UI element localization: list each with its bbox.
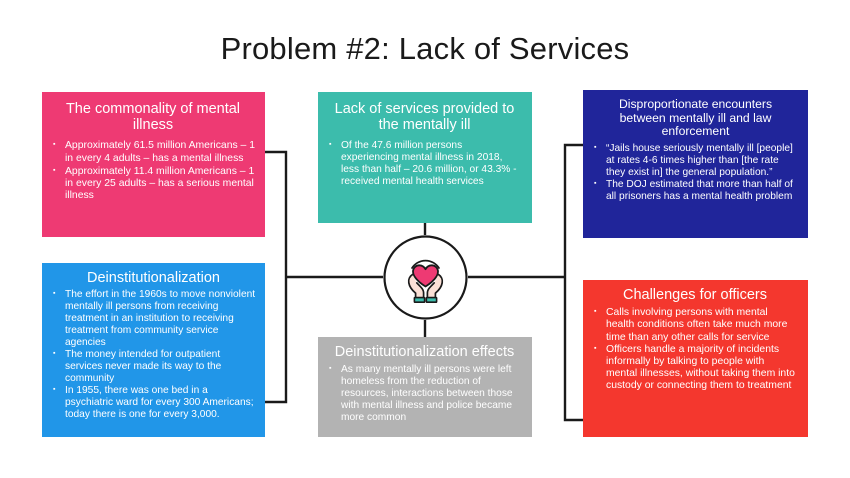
hub-arc [411,259,440,269]
list-item: As many mentally ill persons were left h… [327,363,522,424]
card-encounters: Disproportionate encounters between ment… [583,90,808,238]
card-commonality-heading: The commonality of mental illness [65,101,241,134]
card-commonality: The commonality of mental illness Approx… [42,92,265,237]
heart-shape [412,264,439,288]
list-item: Approximately 11.4 million Americans – 1… [51,165,255,203]
right-cuff [425,296,438,303]
list-item: Of the 47.6 million persons experiencing… [327,139,522,188]
hands-holding-heart-icon [383,235,468,320]
card-deinstitutionalization-heading: Deinstitutionalization [87,270,220,286]
card-deinstitutionalization-bullets: The effort in the 1960s to move nonviole… [51,288,256,421]
card-encounters-heading: Disproportionate encounters between ment… [618,97,773,139]
left-cuff [413,296,426,303]
card-lackservices-bullets: Of the 47.6 million persons experiencing… [327,139,522,188]
card-challenges-bullets: Calls involving persons with mental heal… [592,306,798,393]
card-challenges-heading: Challenges for officers [622,287,767,303]
card-lackservices: Lack of services provided to the mentall… [318,92,532,223]
right-hand-shape [426,273,444,300]
list-item: In 1955, there was one bed in a psychiat… [51,384,256,421]
card-deinstitutionalization-effects-heading: Deinstitutionalization effects [334,344,515,360]
list-item: Calls involving persons with mental heal… [592,306,798,344]
card-commonality-bullets: Approximately 61.5 million Americans – 1… [51,139,255,203]
list-item: “Jails house seriously mentally ill [peo… [592,142,799,179]
card-deinstitutionalization: Deinstitutionalization The effort in the… [42,263,265,437]
card-encounters-bullets: “Jails house seriously mentally ill [peo… [592,142,799,203]
list-item: The effort in the 1960s to move nonviole… [51,288,256,349]
list-item: The DOJ estimated that more than half of… [592,178,799,203]
card-lackservices-heading: Lack of services provided to the mentall… [334,101,515,134]
connector-left-bracket [265,150,288,404]
list-item: Approximately 61.5 million Americans – 1… [51,139,255,164]
card-deinstitutionalization-effects: Deinstitutionalization effects As many m… [318,337,532,437]
list-item: Officers handle a majority of incidents … [592,343,798,393]
page-title: Problem #2: Lack of Services [220,31,630,66]
card-deinstitutionalization-effects-bullets: As many mentally ill persons were left h… [327,363,522,424]
list-item: The money intended for outpatient servic… [51,348,256,385]
card-challenges-for-officers: Challenges for officers Calls involving … [583,280,808,437]
left-hand-shape [407,273,425,300]
